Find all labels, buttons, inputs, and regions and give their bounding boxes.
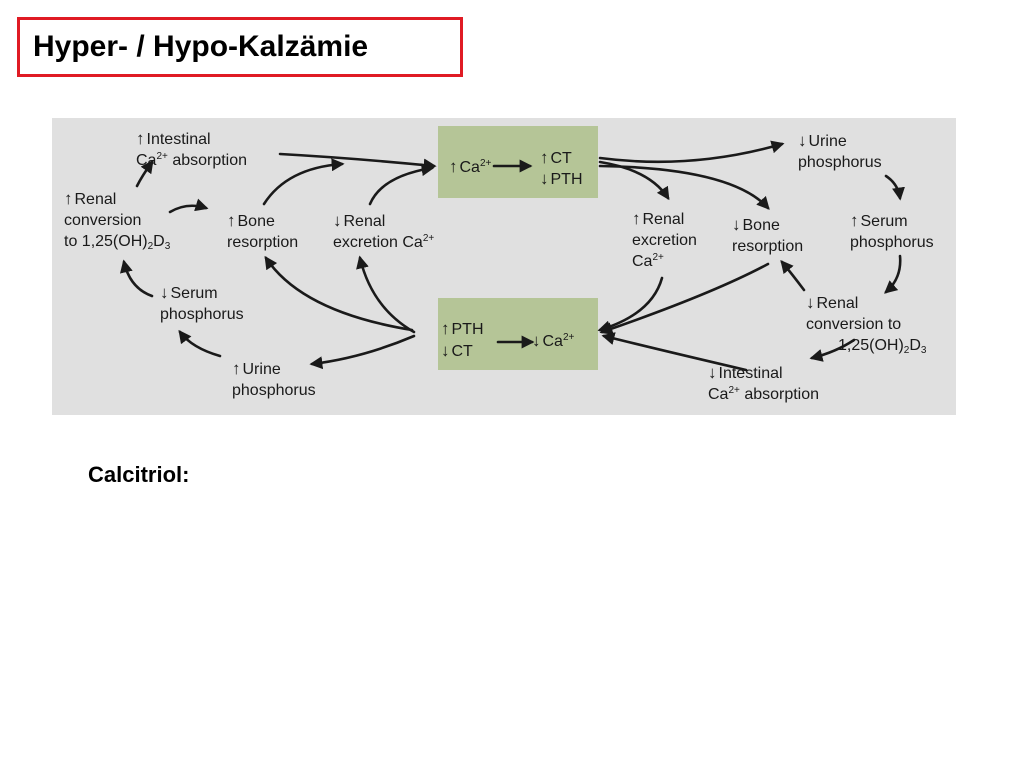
right-renal-conversion: ↓Renal conversion to 1,25(OH)2D3	[806, 293, 927, 356]
hypercalcemia-box	[438, 126, 598, 198]
arrow-urine-to-serum	[178, 329, 222, 358]
top-box-ca: ↑Ca2+	[449, 157, 492, 176]
arrow-conversion-to-intestinal-right	[809, 338, 856, 362]
arrow-pth-to-bone	[264, 255, 414, 332]
arrow-pth-to-urine	[309, 334, 416, 370]
right-renal-excretion: ↑Renal excretion Ca2+	[632, 209, 697, 270]
left-renal-excretion: ↓Renal excretion Ca2+	[333, 211, 435, 251]
arrow-ca-to-renal-excretion	[598, 160, 670, 201]
arrow-ca-to-bone	[598, 164, 770, 210]
top-box-ct: ↑CT	[540, 148, 572, 167]
arrow-renal-to-ca	[368, 163, 435, 206]
calcitriol-label: Calcitriol:	[88, 462, 190, 487]
right-bone-resorption: ↓Bone resorption	[732, 215, 804, 255]
slide-title: Hyper- / Hypo-Kalzämie	[33, 30, 369, 63]
arrow-serum-to-conversion-right	[884, 254, 902, 294]
calcium-regulation-diagram: ↑Ca2+ ↑CT ↓PTH ↑PTH ↓CT ↓Ca2+ ↑Intestina…	[52, 118, 956, 415]
arrow-serum-to-conversion	[120, 259, 154, 298]
left-bone-resorption: ↑Bone resorption	[227, 211, 299, 251]
title-frame: Hyper- / Hypo-Kalzämie	[17, 17, 463, 77]
arrow-conversion-to-intestinal	[135, 159, 154, 188]
arrow-pth-to-renal	[356, 255, 416, 334]
arrow-urine-to-serum-right	[884, 174, 905, 201]
right-serum-phosphorus: ↑Serum phosphorus	[850, 211, 934, 251]
arrows-layer	[120, 140, 905, 372]
top-box-pth: ↓PTH	[540, 169, 583, 188]
arrow-intestinal-to-box	[601, 332, 748, 372]
arrow-intestinal-to-ca	[278, 152, 437, 172]
arrow-conversion-to-bone	[168, 198, 209, 214]
bottom-box-pth: ↑PTH	[441, 319, 484, 338]
arrow-conversion-to-bone-right	[780, 260, 806, 292]
arrow-bone-to-box	[599, 262, 770, 335]
bottom-box-ct: ↓CT	[441, 341, 473, 360]
left-intestinal-absorption: ↑Intestinal Ca2+ absorption	[136, 129, 248, 169]
arrow-bone-to-ca	[262, 158, 345, 206]
bottom-box-ca: ↓Ca2+	[532, 331, 575, 350]
arrow-ca-to-urine	[598, 140, 785, 164]
hypocalcemia-box	[438, 298, 598, 370]
left-renal-conversion: ↑Renal conversion to 1,25(OH)2D3	[64, 189, 171, 252]
right-intestinal-absorption: ↓Intestinal Ca2+ absorption	[708, 363, 820, 403]
left-serum-phosphorus: ↓Serum phosphorus	[160, 283, 244, 323]
right-urine-phosphorus: ↓Urine phosphorus	[798, 131, 882, 171]
left-urine-phosphorus: ↑Urine phosphorus	[232, 359, 316, 399]
